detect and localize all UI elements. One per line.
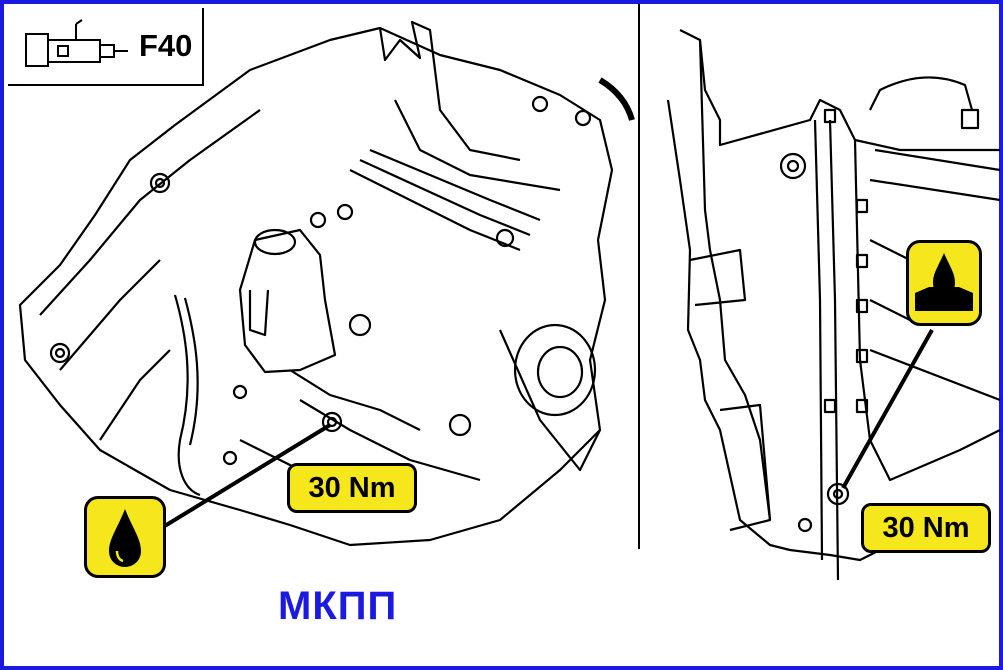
transmission-drawing-left — [18, 20, 635, 547]
oil-drop-icon — [84, 496, 166, 578]
gearbox-model-label: F40 — [139, 28, 193, 63]
gearbox-icon — [25, 19, 128, 67]
view-divider — [638, 4, 640, 549]
oil-level-icon — [906, 240, 982, 326]
torque-label-left: 30 Nm — [287, 463, 417, 513]
torque-label-right: 30 Nm — [861, 503, 991, 553]
gearbox-badge: F40 — [8, 8, 204, 86]
caption-label: МКПП — [278, 584, 398, 628]
